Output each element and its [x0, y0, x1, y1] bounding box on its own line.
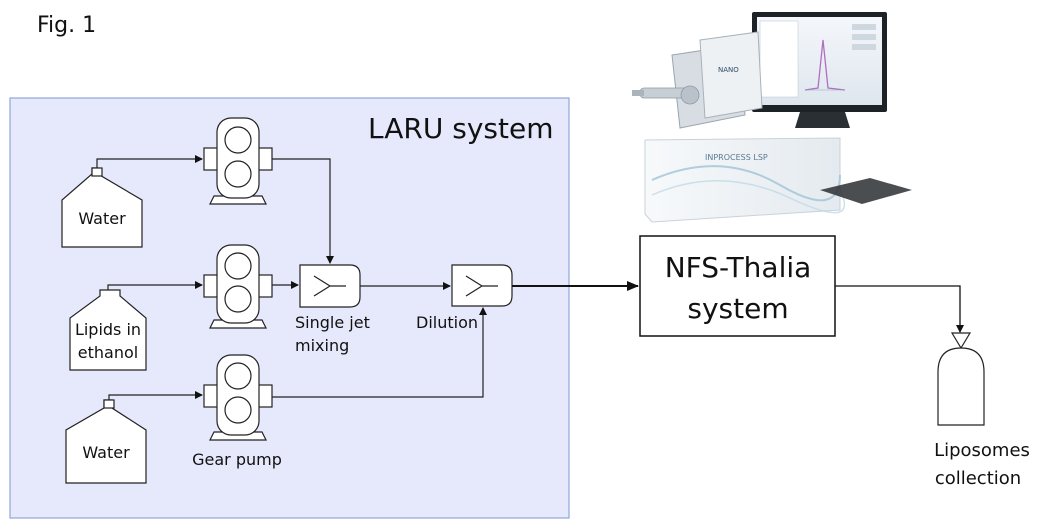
dilution-mixer-icon: [451, 264, 513, 307]
gear-pump-icon: [203, 354, 273, 441]
gear-pump-label: Gear pump: [192, 450, 282, 469]
figure-label: Fig. 1: [37, 13, 96, 38]
lipids-label-line2: ethanol: [78, 343, 138, 362]
lipids-bottle: [69, 289, 147, 371]
flow-gear-pump-to-dilution: [272, 307, 487, 398]
device-screen-brand: NANO: [718, 66, 739, 74]
flow-water-top-to-pump: [96, 155, 203, 168]
nfs-thalia-label-line2: system: [687, 292, 788, 325]
nfs-thalia-box: [639, 235, 836, 337]
water-top-label: Water: [78, 209, 126, 228]
collection-label-line2: collection: [935, 468, 1021, 489]
water-bottom-label: Water: [82, 443, 130, 462]
lipids-label-line1: Lipids in: [75, 320, 141, 339]
device-photo: INPROCESS LSP NANO: [620, 8, 920, 226]
flow-pump-top-to-mixer: [272, 158, 334, 264]
nfs-thalia-label-line1: NFS-Thalia: [665, 251, 812, 284]
flow-nfs-to-collection: [835, 285, 964, 333]
flow-water-bottom-to-pump: [108, 391, 203, 400]
single-jet-mixer-icon: [299, 264, 361, 308]
pump-middle-icon: [203, 244, 273, 329]
pump-top-icon: [203, 117, 273, 205]
laru-system-title: LARU system: [368, 112, 553, 145]
water-bottle-bottom: [65, 399, 147, 484]
collection-label-line1: Liposomes: [934, 440, 1030, 461]
single-jet-label-line2: mixing: [295, 336, 349, 355]
single-jet-label-line1: Single jet: [295, 313, 370, 332]
device-brand-text: INPROCESS LSP: [705, 153, 768, 162]
flow-lipids-to-pump: [107, 281, 203, 290]
dilution-label: Dilution: [416, 313, 478, 332]
liposomes-collection-bottle: [937, 332, 985, 426]
